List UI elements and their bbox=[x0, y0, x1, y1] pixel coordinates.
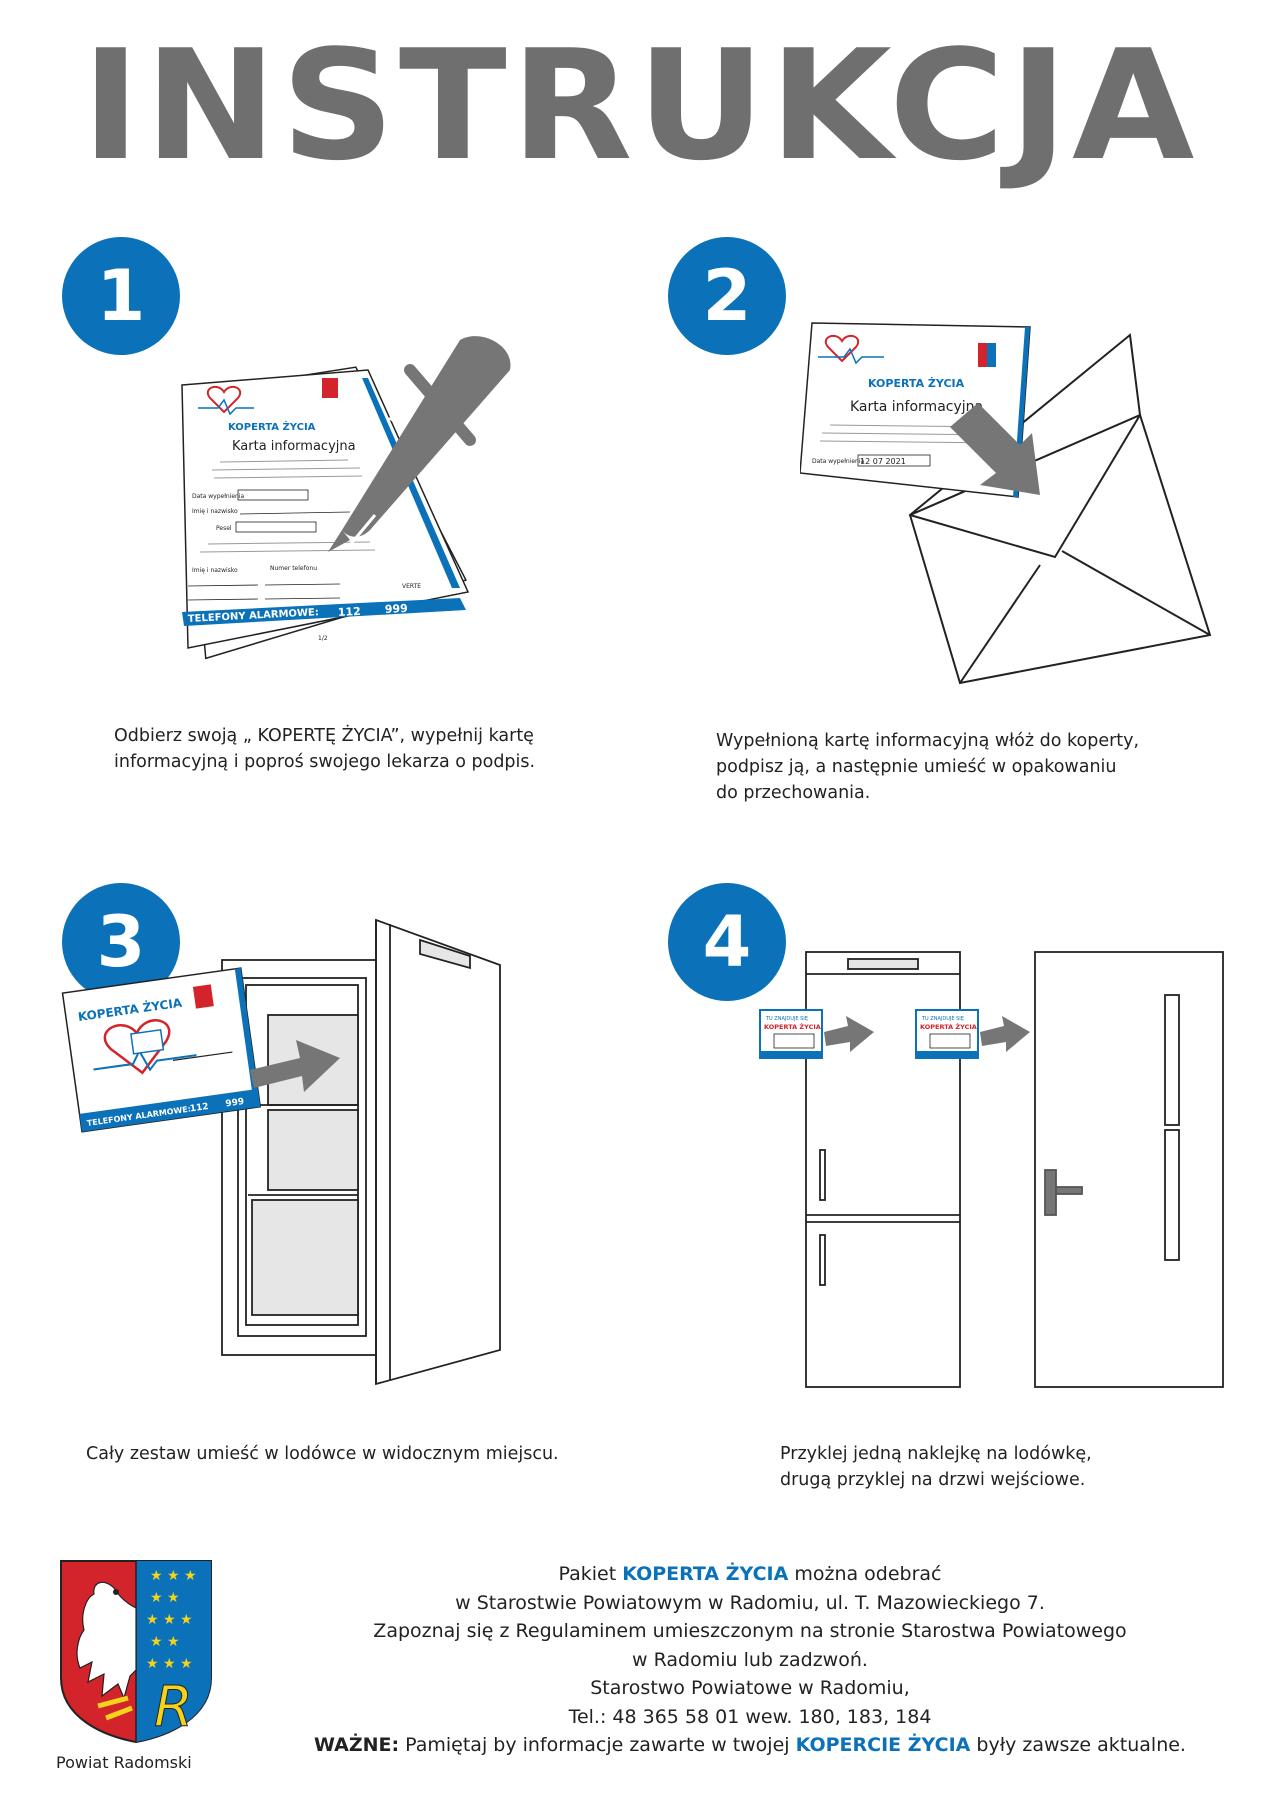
step-2-caption-line: do przechowania. bbox=[716, 783, 871, 803]
step-4-illustration: TU ZNAJDUJE SIĘ KOPERTA ŻYCIA TU ZNAJDUJ… bbox=[759, 951, 1224, 1388]
step-1-caption-line: Odbierz swoją „ KOPERTĘ ŻYCIA”, wypełnij… bbox=[114, 726, 534, 746]
card-phone-999: 999 bbox=[384, 602, 408, 616]
phones-strip bbox=[182, 598, 466, 626]
step-3-badge: 3 bbox=[62, 883, 180, 1001]
step-3-caption: Cały zestaw umieść w lodówce w widocznym… bbox=[86, 1441, 646, 1467]
footer-l7-brand: KOPERCIE ŻYCIA bbox=[795, 1734, 971, 1756]
footer-line-1: Pakiet KOPERTA ŻYCIA można odebrać bbox=[250, 1560, 1250, 1589]
crest-small-icon bbox=[322, 378, 338, 398]
step-1-caption-line: informacyjną i poproś swojego lekarza o … bbox=[114, 752, 536, 772]
step-4-badge: 4 bbox=[668, 883, 786, 1001]
info-card-filled: KOPERTA ŻYCIA Karta informacyjna Data wy… bbox=[800, 322, 1031, 498]
footer-l7-pre: Pamiętaj by informacje zawarte w twojej bbox=[399, 1734, 796, 1756]
step-4-caption-line: drugą przyklej na drzwi wejściowe. bbox=[780, 1470, 1086, 1490]
card2-date-label: Data wypełnienia bbox=[812, 458, 865, 465]
card-contacts-name: Imię i nazwisko bbox=[192, 567, 238, 574]
entry-door-icon bbox=[1034, 951, 1224, 1388]
card-verte: VERTE bbox=[402, 583, 421, 590]
arrow-to-door-icon bbox=[980, 1016, 1030, 1052]
step-1-caption: Odbierz swoją „ KOPERTĘ ŻYCIA”, wypełnij… bbox=[114, 723, 634, 775]
svg-text:★ ★ ★: ★ ★ ★ bbox=[146, 1656, 193, 1672]
footer-l1-brand: KOPERTA ŻYCIA bbox=[622, 1563, 789, 1585]
info-card-on-fridge: KOPERTA ŻYCIA TELEFONY ALARMOWE: 112 999 bbox=[61, 967, 262, 1133]
footer-l7-strong: WAŻNE: bbox=[314, 1734, 400, 1756]
step-1-badge: 1 bbox=[62, 237, 180, 355]
step-2-badge: 2 bbox=[668, 237, 786, 355]
arrow-into-fridge-icon bbox=[250, 1040, 340, 1092]
arrow-into-envelope-icon bbox=[950, 403, 1040, 495]
card-date-label: Data wypełnienia bbox=[192, 493, 245, 500]
footer-line-3: Zapoznaj się z Regulaminem umieszczonym … bbox=[373, 1620, 1127, 1642]
footer-line-4: w Radomiu lub zadzwoń. bbox=[632, 1648, 868, 1671]
card2-heading: Karta informacyjna bbox=[850, 399, 983, 415]
arrow-to-fridge-icon bbox=[824, 1016, 874, 1052]
heart-logo-icon bbox=[206, 385, 242, 414]
footer-line-6: Tel.: 48 365 58 01 wew. 180, 183, 184 bbox=[568, 1705, 932, 1728]
step-4-caption-line: Przyklej jedną naklejkę na lodówkę, bbox=[780, 1444, 1092, 1464]
card-pesel-label: Pesel bbox=[216, 525, 232, 532]
fridge-open-icon bbox=[221, 918, 501, 1386]
footer-line-7: WAŻNE: Pamiętaj by informacje zawarte w … bbox=[250, 1731, 1250, 1760]
step-2-caption: Wypełnioną kartę informacyjną włóż do ko… bbox=[716, 728, 1236, 806]
card3-112: 112 bbox=[189, 1102, 209, 1115]
footer-line-2: w Starostwie Powiatowym w Radomiu, ul. T… bbox=[455, 1591, 1045, 1614]
step-1-illustration: KOPERTA ŻYCIA Karta informacyjna Data wy… bbox=[181, 336, 511, 660]
footer-l7-post: były zawsze aktualne. bbox=[970, 1734, 1186, 1756]
pen-icon bbox=[328, 336, 511, 552]
card-heading: Karta informacyjna bbox=[232, 439, 356, 454]
sticker-fridge: TU ZNAJDUJE SIĘ KOPERTA ŻYCIA bbox=[759, 1009, 823, 1059]
step-3-illustration: KOPERTA ŻYCIA TELEFONY ALARMOWE: 112 999 bbox=[61, 918, 501, 1386]
eagle-icon bbox=[76, 1581, 137, 1721]
card-brand: KOPERTA ŻYCIA bbox=[228, 419, 316, 433]
sticker1-line2: KOPERTA ŻYCIA bbox=[764, 1022, 821, 1031]
step-3-caption-line: Cały zestaw umieść w lodówce w widocznym… bbox=[86, 1444, 559, 1464]
footer-l1-pre: Pakiet bbox=[558, 1563, 623, 1585]
card2-brand: KOPERTA ŻYCIA bbox=[868, 376, 965, 390]
svg-text:R: R bbox=[154, 1675, 193, 1740]
sticker2-line2: KOPERTA ŻYCIA bbox=[920, 1022, 977, 1031]
card-contacts-phone: Numer telefonu bbox=[270, 565, 317, 572]
card-page: 1/2 bbox=[318, 635, 328, 642]
svg-text:★ ★ ★: ★ ★ ★ bbox=[150, 1568, 197, 1584]
footer-l1-post: można odebrać bbox=[788, 1563, 942, 1585]
page-title: INSTRUKCJA bbox=[81, 17, 1199, 194]
crest-label: Powiat Radomski bbox=[56, 1753, 192, 1772]
step-2-caption-line: Wypełnioną kartę informacyjną włóż do ko… bbox=[716, 731, 1140, 751]
card-name-label: Imię i nazwisko bbox=[192, 508, 238, 515]
card-phone-112: 112 bbox=[337, 605, 361, 619]
step-4-caption: Przyklej jedną naklejkę na lodówkę, drug… bbox=[780, 1441, 1240, 1493]
card3-999: 999 bbox=[225, 1097, 245, 1110]
sticker-door: TU ZNAJDUJE SIĘ KOPERTA ŻYCIA bbox=[915, 1009, 979, 1059]
powiat-crest-logo: ★ ★ ★ ★ ★ ★ ★ ★ ★ ★ ★ ★ ★ R bbox=[60, 1560, 212, 1744]
step-2-illustration: KOPERTA ŻYCIA Karta informacyjna Data wy… bbox=[800, 322, 1212, 685]
footer-info: Pakiet KOPERTA ŻYCIA można odebrać w Sta… bbox=[250, 1560, 1250, 1760]
sticker2-line1: TU ZNAJDUJE SIĘ bbox=[921, 1016, 964, 1022]
sticker1-line1: TU ZNAJDUJE SIĘ bbox=[765, 1016, 808, 1022]
step-2-caption-line: podpisz ją, a następnie umieść w opakowa… bbox=[716, 757, 1117, 777]
card2-date-value: 12 07 2021 bbox=[860, 457, 906, 466]
svg-text:★ ★: ★ ★ bbox=[150, 1634, 180, 1650]
svg-text:★ ★ ★: ★ ★ ★ bbox=[146, 1612, 193, 1628]
footer-line-5: Starostwo Powiatowe w Radomiu, bbox=[590, 1677, 910, 1699]
svg-text:★ ★: ★ ★ bbox=[150, 1590, 180, 1606]
